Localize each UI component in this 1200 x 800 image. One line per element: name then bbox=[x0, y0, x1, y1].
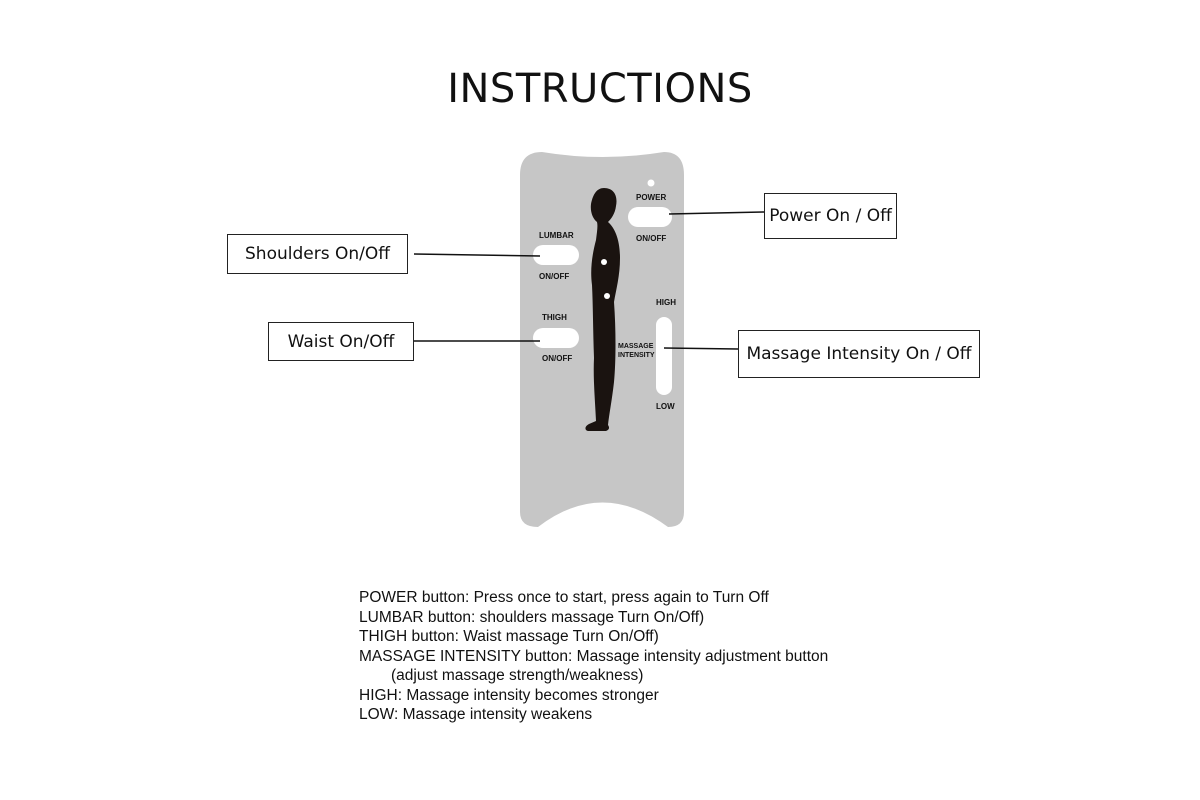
intensity-leader-line bbox=[663, 347, 739, 350]
high-label: HIGH bbox=[656, 298, 676, 307]
instruction-line: LOW: Massage intensity weakens bbox=[359, 706, 593, 723]
low-label: LOW bbox=[656, 402, 675, 411]
thigh-label: THIGH bbox=[542, 313, 567, 322]
waist-point-marker bbox=[604, 293, 610, 299]
instruction-line: HIGH: Massage intensity becomes stronger bbox=[359, 686, 659, 704]
lumbar-button[interactable] bbox=[533, 245, 579, 265]
intensity-slider[interactable] bbox=[656, 317, 672, 395]
shoulders-leader-line bbox=[413, 253, 541, 257]
power-callout: Power On / Off bbox=[764, 193, 897, 239]
power-indicator-light bbox=[647, 179, 655, 187]
intensity-callout: Massage Intensity On / Off bbox=[738, 330, 980, 378]
lumbar-label: LUMBAR bbox=[539, 231, 574, 240]
intensity-label-line2: INTENSITY bbox=[618, 352, 655, 359]
power-button[interactable] bbox=[628, 207, 672, 227]
waist-callout: Waist On/Off bbox=[268, 322, 414, 361]
body-silhouette-icon bbox=[585, 188, 620, 431]
shoulder-point-marker bbox=[601, 259, 607, 265]
instruction-line: POWER button: Press once to start, press… bbox=[359, 589, 769, 606]
page-title: INSTRUCTIONS bbox=[447, 66, 753, 112]
lumbar-sublabel: ON/OFF bbox=[539, 272, 569, 281]
power-leader-line bbox=[668, 211, 765, 215]
shoulders-callout: Shoulders On/Off bbox=[227, 234, 408, 274]
intensity-label-line1: MASSAGE bbox=[618, 343, 654, 350]
thigh-button[interactable] bbox=[533, 328, 579, 348]
power-label: POWER bbox=[636, 193, 666, 202]
instructions-text: POWER button: Press once to start, press… bbox=[359, 588, 979, 725]
instruction-line: MASSAGE INTENSITY button: Massage intens… bbox=[359, 647, 829, 665]
power-sublabel: ON/OFF bbox=[636, 234, 666, 243]
instruction-line: THIGH button: Waist massage Turn On/Off) bbox=[359, 628, 659, 645]
instruction-line: LUMBAR button: shoulders massage Turn On… bbox=[359, 608, 705, 626]
thigh-sublabel: ON/OFF bbox=[542, 354, 572, 363]
instruction-line: (adjust massage strength/weakness) bbox=[391, 667, 644, 684]
